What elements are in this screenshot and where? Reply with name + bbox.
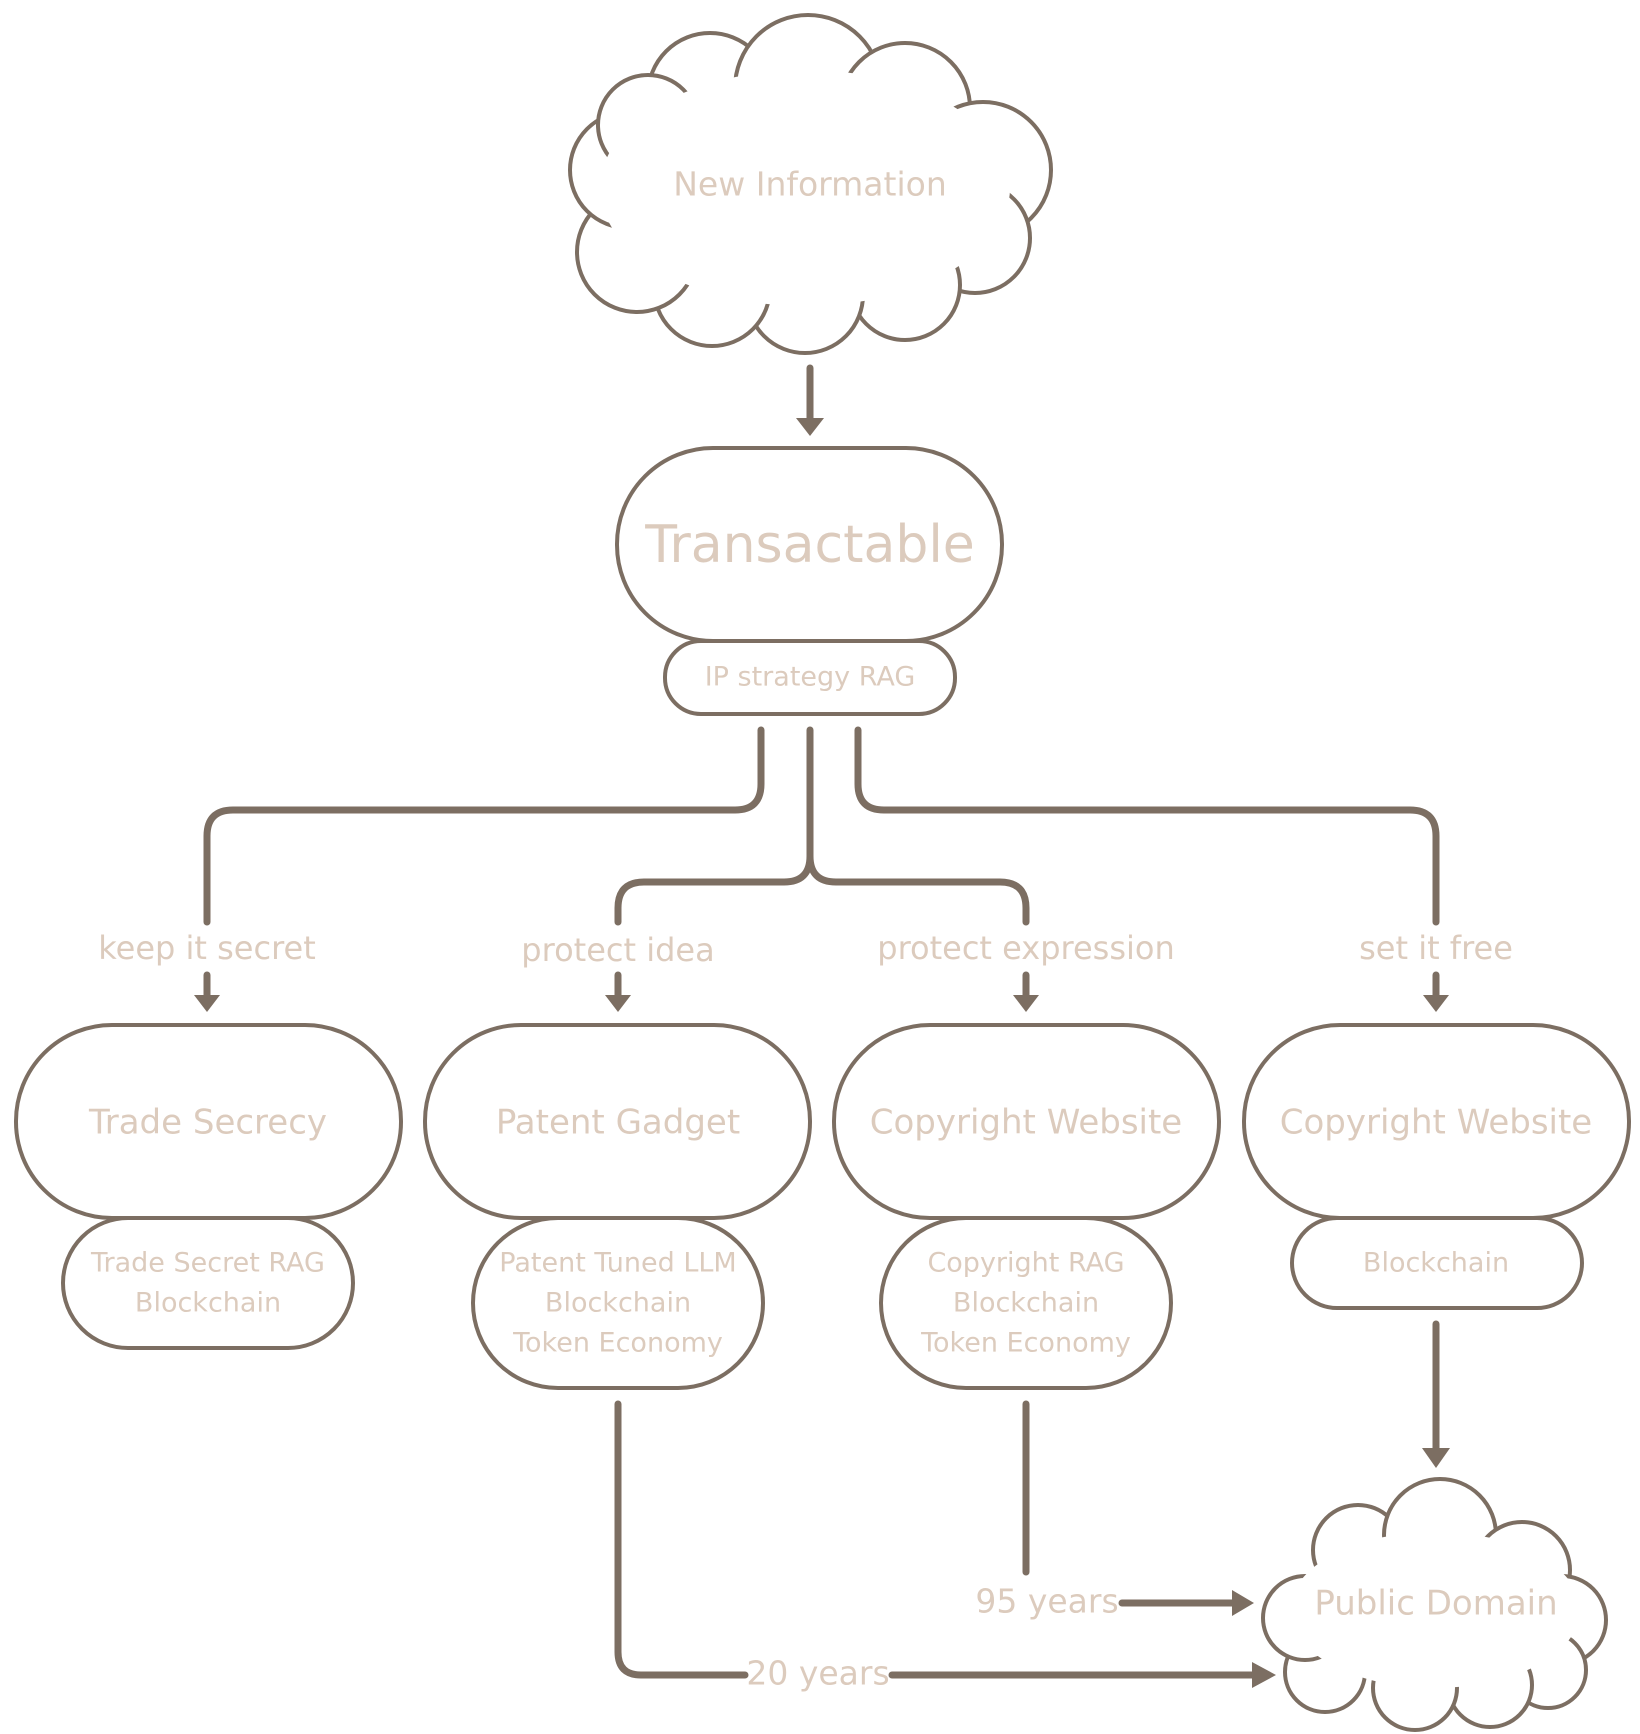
trade-secrecy-tech-pill <box>61 1216 355 1350</box>
trade-secrecy-node: Trade Secrecy Trade Secret RAG Blockchai… <box>14 1023 403 1350</box>
public-domain-label: Public Domain <box>1314 1584 1557 1624</box>
ip-strategy-label: IP strategy RAG <box>705 662 916 693</box>
branch-set-free: set it free <box>1359 929 1513 967</box>
copyright-website-free-node: Copyright Website Blockchain <box>1242 1023 1631 1310</box>
patent-gadget-tech-3: Token Economy <box>512 1328 723 1359</box>
copyright-free-tech-1: Blockchain <box>1363 1248 1509 1279</box>
arrowhead-free-to-public-domain <box>1422 1448 1450 1468</box>
patent-gadget-tech-1: Patent Tuned LLM <box>499 1248 736 1279</box>
arrowhead-protect-idea <box>605 995 631 1012</box>
copyright-free-title: Copyright Website <box>1280 1103 1592 1143</box>
patent-gadget-title: Patent Gadget <box>496 1103 740 1143</box>
branch-protect-idea: protect idea <box>521 931 714 969</box>
public-domain-node: Public Domain <box>1261 1477 1608 1732</box>
copyright-free-tech-pill <box>1290 1216 1584 1310</box>
arrowhead-protect-expression <box>1013 995 1039 1012</box>
arrowhead-set-free <box>1423 995 1449 1012</box>
copyright-protect-tech-3: Token Economy <box>920 1328 1131 1359</box>
arrowhead-info <box>796 418 824 436</box>
duration-95-years: 95 years <box>975 1582 1118 1621</box>
branch-protect-expression: protect expression <box>877 929 1175 967</box>
arrowhead-95-years <box>1232 1590 1254 1616</box>
patent-gadget-tech-pill <box>471 1216 765 1390</box>
cloud-icon <box>1261 1477 1608 1732</box>
connector-protect-idea <box>614 852 814 926</box>
branch-labels: keep it secret protect idea protect expr… <box>98 929 1513 969</box>
patent-gadget-tech-2: Blockchain <box>545 1288 691 1319</box>
ip-strategy-pill <box>663 639 957 716</box>
transactable-node: Transactable IP strategy RAG <box>615 446 1004 716</box>
copyright-protect-tech-2: Blockchain <box>953 1288 1099 1319</box>
connectors <box>194 364 1450 1688</box>
branch-keep-secret: keep it secret <box>98 929 316 967</box>
duration-20-years: 20 years <box>746 1654 889 1693</box>
patent-gadget-node: Patent Gadget Patent Tuned LLM Blockchai… <box>423 1023 812 1390</box>
trade-secrecy-tech-2: Blockchain <box>135 1288 281 1319</box>
connector-set-free <box>854 726 1440 926</box>
arrowhead-keep-secret <box>194 995 220 1012</box>
connector-patent-20 <box>614 1400 749 1679</box>
cloud-icon <box>568 13 1053 355</box>
copyright-protect-tech-1: Copyright RAG <box>927 1248 1124 1279</box>
trade-secrecy-title: Trade Secrecy <box>88 1103 327 1143</box>
trade-secrecy-tech-1: Trade Secret RAG <box>90 1248 325 1279</box>
new-information-node: New Information <box>568 13 1053 355</box>
transactable-label: Transactable <box>644 515 975 575</box>
copyright-protect-tech-pill <box>879 1216 1173 1390</box>
arrowhead-20-years <box>1252 1662 1276 1688</box>
copyright-website-protect-node: Copyright Website Copyright RAG Blockcha… <box>832 1023 1221 1390</box>
connector-protect-expression <box>806 852 1030 926</box>
new-information-label: New Information <box>673 165 947 204</box>
copyright-protect-title: Copyright Website <box>870 1103 1182 1143</box>
connector-keep-secret <box>203 726 765 926</box>
